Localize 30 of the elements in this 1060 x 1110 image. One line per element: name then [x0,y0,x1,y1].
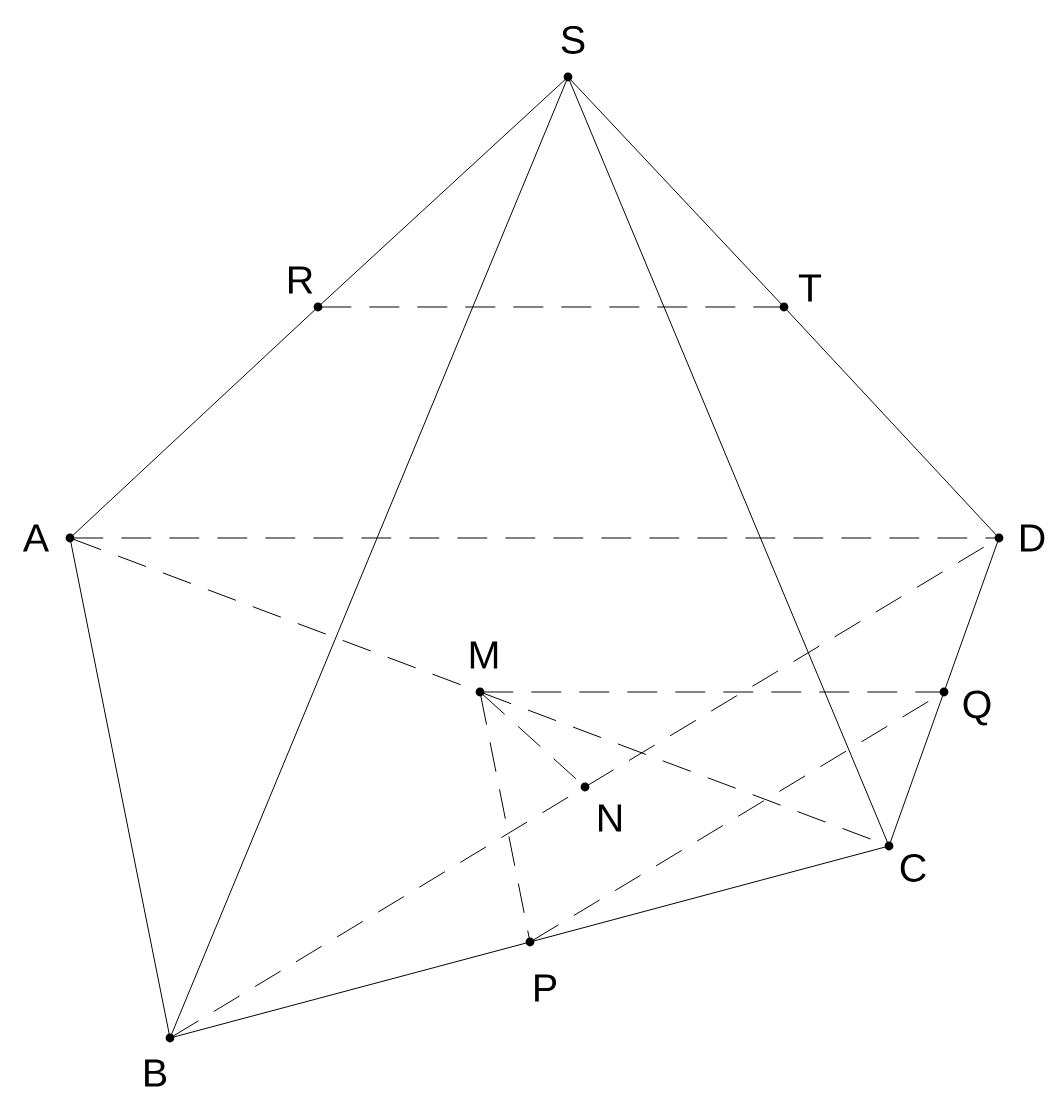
line-segment [172,788,583,1037]
point-label: Q [963,690,991,726]
point-label: A [22,524,50,552]
line-segment [889,694,944,844]
line-segment [71,308,317,537]
line-segment [482,691,942,693]
point-label: R [289,266,313,294]
line-segment [785,308,998,537]
line-segment [569,78,783,306]
line-segment [70,540,170,1036]
line-segment [72,538,478,692]
line-segment [172,942,528,1038]
point-label: S [561,26,585,54]
line-segment [532,846,887,942]
line-segment [482,692,887,846]
line-segment [72,537,997,539]
line-segment [170,79,568,1036]
point-label: P [535,974,557,1002]
line-segment [320,306,782,308]
line-segment [480,694,530,940]
point-label: M [470,641,498,669]
line-segment [944,540,999,690]
point-label: N [599,804,621,832]
line-segment [568,79,889,844]
line-segment [319,78,567,306]
point-label: D [1021,524,1045,552]
point-label: C [900,854,926,882]
point-label: B [145,1059,167,1087]
point-label: T [798,274,822,302]
line-segment [532,693,942,941]
